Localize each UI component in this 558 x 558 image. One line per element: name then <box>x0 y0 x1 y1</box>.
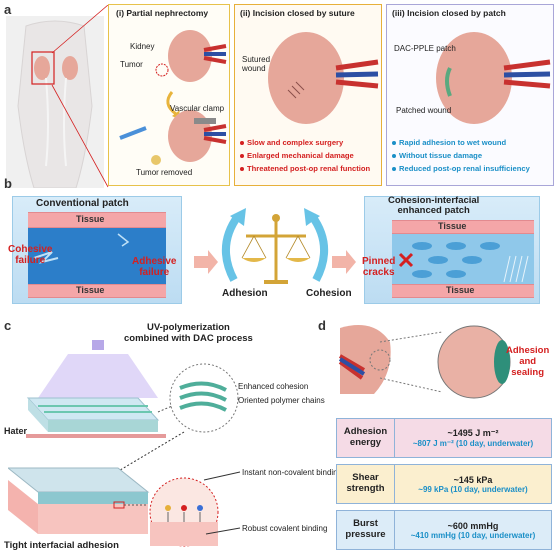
tissue-label-top-left: Tissue <box>76 214 104 224</box>
shear-strength-sub: ~99 kPa (10 day, underwater) <box>418 485 527 494</box>
instant-binding-label: Instant non-covalent binding <box>242 468 342 477</box>
robust-binding-label: Robust covalent binding <box>242 524 327 533</box>
cohesion-label: Cohesion <box>306 288 352 299</box>
enhanced-patch-title: Cohesion-interfacial enhanced patch <box>388 196 479 217</box>
pinned-cracks-label: Pinned cracks <box>362 256 395 278</box>
vascular-clamp-label: Vascular clamp <box>170 104 224 113</box>
adhesive-failure-label: Adhesive failure <box>132 256 176 278</box>
patch-bullets: Rapid adhesion to wet wound Without tiss… <box>392 138 530 173</box>
tissue-label-bottom-left: Tissue <box>76 285 104 295</box>
tight-adhesion-label: Tight interfacial adhesion <box>4 540 119 551</box>
sutured-wound-label: Sutured wound <box>242 56 270 74</box>
patch-bullet-1: Rapid adhesion to wet wound <box>392 138 530 147</box>
tissue-label-bottom-right: Tissue <box>446 285 474 295</box>
adhesion-energy-main: ~1495 J m⁻² <box>447 428 498 439</box>
adhesion-energy-values: ~1495 J m⁻² ~807 J m⁻² (10 day, underwat… <box>395 419 551 457</box>
burst-pressure-values: ~600 mmHg ~410 mmHg (10 day, underwater) <box>395 511 551 549</box>
shear-strength-row: Shear strength ~145 kPa ~99 kPa (10 day,… <box>336 464 552 504</box>
cohesive-failure-label: Cohesive failure <box>8 244 52 266</box>
hater-label: Hater <box>4 426 27 436</box>
box-iii-title: (iii) Incision closed by patch <box>392 8 506 18</box>
panel-a-label: a <box>4 2 11 17</box>
burst-pressure-sub: ~410 mmHg (10 day, underwater) <box>411 531 536 540</box>
oriented-chains-label: Oriented polymer chains <box>238 396 325 405</box>
suture-bullet-1: Slow and complex surgery <box>240 138 370 147</box>
tissue-label-top-right: Tissue <box>438 221 466 231</box>
adhesion-energy-label: Adhesion energy <box>337 419 395 457</box>
box-i-title: (i) Partial nephrectomy <box>116 8 208 18</box>
adhesion-label: Adhesion <box>222 288 268 299</box>
tumor-removed-label: Tumor removed <box>136 168 192 177</box>
uv-polymerization-illustration <box>8 340 330 554</box>
enhanced-patch-body <box>392 234 534 284</box>
burst-pressure-row: Burst pressure ~600 mmHg ~410 mmHg (10 d… <box>336 510 552 550</box>
suture-bullets: Slow and complex surgery Enlarged mechan… <box>240 138 370 173</box>
box-ii-title: (ii) Incision closed by suture <box>240 8 355 18</box>
burst-pressure-label: Burst pressure <box>337 511 395 549</box>
patch-bullet-3: Reduced post-op renal insufficiency <box>392 164 530 173</box>
panel-b-label: b <box>4 176 12 191</box>
dac-pple-patch-label: DAC-PPLE patch <box>394 44 456 53</box>
enhanced-cohesion-label: Enhanced cohesion <box>238 382 308 391</box>
shear-strength-main: ~145 kPa <box>454 475 493 485</box>
suture-bullet-3: Threatened post-op renal function <box>240 164 370 173</box>
kidney-label: Kidney <box>130 42 154 51</box>
shear-strength-label: Shear strength <box>337 465 395 503</box>
suture-bullet-2: Enlarged mechanical damage <box>240 151 370 160</box>
adhesion-energy-sub: ~807 J m⁻² (10 day, underwater) <box>413 439 533 448</box>
sutured-kidney-illustration <box>238 20 380 130</box>
burst-pressure-main: ~600 mmHg <box>448 521 499 531</box>
adhesion-sealing-label: Adhesion and sealing <box>506 346 549 379</box>
patched-wound-label: Patched wound <box>396 106 451 115</box>
panel-c-label: c <box>4 318 11 333</box>
zoom-lines <box>50 5 110 190</box>
panel-d-label: d <box>318 318 326 333</box>
patch-bullet-2: Without tissue damage <box>392 151 530 160</box>
shear-strength-values: ~145 kPa ~99 kPa (10 day, underwater) <box>395 465 551 503</box>
adhesion-energy-row: Adhesion energy ~1495 J m⁻² ~807 J m⁻² (… <box>336 418 552 458</box>
tumor-label: Tumor <box>120 60 143 69</box>
conventional-patch-title: Conventional patch <box>36 198 129 209</box>
